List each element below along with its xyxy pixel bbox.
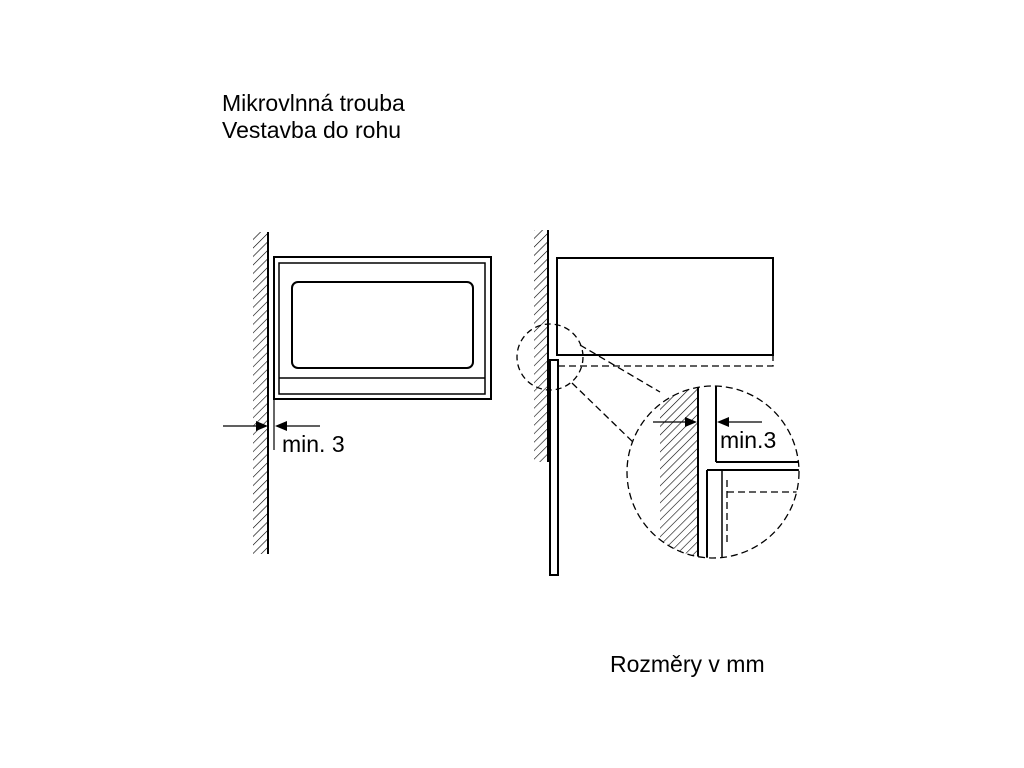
title-block: Mikrovlnná trouba Vestavba do rohu [222, 90, 405, 144]
right-oven-body [556, 257, 774, 356]
left-view: min. 3 [223, 232, 492, 554]
left-dim-arrowhead-left [256, 421, 268, 431]
detail-wall-hatching [660, 386, 698, 558]
detail-marker-circle [516, 323, 584, 391]
right-view: min.3 [516, 230, 800, 576]
detail-contents [660, 386, 799, 558]
units-note: Rozměry v mm [610, 651, 765, 677]
left-oven-inner-frame [278, 262, 486, 395]
left-oven-outer-frame [273, 256, 492, 400]
title-line-1: Mikrovlnná trouba [222, 90, 405, 116]
detail-leader-line-top [579, 344, 661, 393]
left-oven-door-window [291, 281, 474, 369]
right-oven-dashed-outline [558, 355, 774, 367]
detail-dim-arrowhead-right [717, 417, 729, 427]
detail-dim-arrowhead-left [685, 417, 697, 427]
left-dim-arrowhead-right [275, 421, 287, 431]
detail-circle [626, 385, 800, 559]
side-panel [549, 359, 559, 576]
left-gap-label: min. 3 [282, 431, 345, 457]
title-line-2: Vestavba do rohu [222, 117, 402, 143]
detail-gap-label: min.3 [720, 427, 776, 453]
left-wall-hatching [253, 232, 267, 554]
right-wall-hatching [534, 230, 548, 462]
detail-leader-line-bottom [571, 382, 637, 446]
